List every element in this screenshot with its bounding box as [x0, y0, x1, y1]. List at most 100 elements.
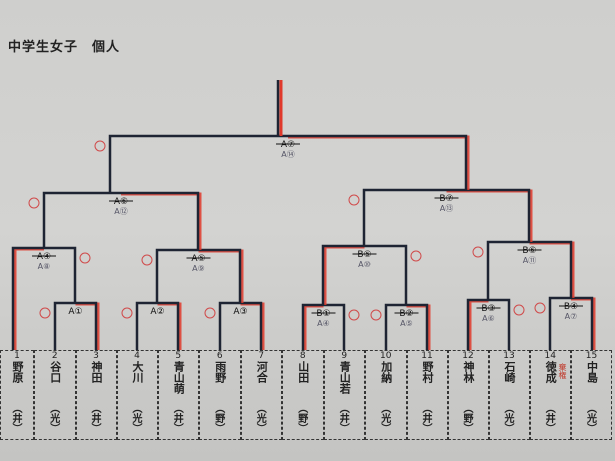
player-number: 11	[421, 351, 433, 361]
player-school: （井）	[171, 403, 183, 433]
player-school: （野）	[295, 403, 307, 433]
match-label: A⑥	[114, 197, 128, 207]
revised-match-label: A⑩	[358, 260, 371, 269]
result-mark-icon	[28, 197, 40, 209]
player-school: （光）	[502, 403, 513, 433]
result-mark-icon	[410, 250, 422, 262]
player-number: 3	[93, 351, 99, 361]
revised-match-label: A⑬	[440, 204, 453, 213]
result-mark-icon	[79, 252, 91, 264]
revised-match-label: A⑦	[565, 312, 578, 321]
player-school: （光）	[378, 403, 390, 433]
winner-path	[121, 192, 202, 250]
match-label: B③	[481, 304, 495, 314]
player-number: 14	[544, 351, 556, 361]
match-label: B⑤	[357, 250, 371, 260]
revised-match-label: A⑥	[482, 314, 495, 323]
player-school: （井）	[543, 403, 555, 433]
player-number: 7	[258, 351, 265, 361]
player-number: 6	[216, 351, 223, 361]
player-number: 12	[462, 351, 474, 361]
player-name: 青山萌	[172, 361, 186, 394]
player-number: 8	[299, 351, 306, 361]
player-name: 加納	[379, 361, 393, 383]
match-label: B④	[564, 302, 578, 312]
player-name: 中島	[585, 361, 599, 383]
revised-match-label: A⑫	[114, 207, 127, 216]
result-mark-icon	[370, 309, 382, 321]
player-school: （光）	[47, 403, 59, 433]
withdrawal-note: 棄権	[558, 363, 567, 379]
match-label: B⑥	[522, 246, 536, 256]
page-title: 中学生女子 個人	[8, 40, 121, 55]
result-mark-icon	[534, 302, 546, 314]
revised-match-label: A⑨	[192, 264, 205, 273]
player-number: 4	[134, 351, 140, 361]
winner-path	[288, 135, 470, 190]
player-name: 山田	[296, 361, 310, 383]
bracket-line	[108, 134, 468, 193]
player-name: 神林	[462, 361, 475, 383]
result-mark-icon	[204, 307, 216, 319]
player-name: 野村	[421, 361, 434, 383]
player-name: 神田	[90, 361, 103, 383]
player-number: 1	[14, 351, 20, 361]
result-mark-icon	[141, 254, 153, 266]
player-name: 青山若	[338, 361, 352, 394]
bracket-line	[362, 188, 531, 246]
revised-match-label: A⑧	[38, 262, 51, 271]
match-label: A③	[233, 307, 247, 317]
match-label: A⑤	[191, 254, 205, 264]
winner-path	[446, 189, 533, 242]
player-number: 13	[503, 351, 515, 361]
result-mark-icon	[121, 307, 133, 319]
revised-match-label: A⑪	[523, 256, 536, 265]
player-name: 石崎	[503, 361, 516, 383]
player-number: 9	[341, 351, 348, 361]
result-mark-icon	[472, 246, 484, 258]
match-label: B②	[399, 309, 413, 319]
match-label: A①	[68, 307, 82, 317]
revised-match-label: A⑭	[281, 150, 294, 159]
player-name: 大川	[131, 361, 144, 383]
player-school: （井）	[337, 403, 349, 433]
player-name: 雨野	[213, 361, 227, 383]
bracket-line	[42, 191, 200, 250]
player-school: （光）	[584, 403, 596, 433]
player-number: 5	[175, 351, 182, 361]
player-number: 15	[585, 351, 598, 361]
player-school: （光）	[130, 403, 141, 433]
player-number: 10	[380, 351, 392, 361]
match-label: A④	[37, 252, 51, 262]
revised-match-label: A④	[317, 319, 330, 328]
player-school: （野）	[461, 403, 472, 433]
player-school: （井）	[10, 403, 21, 433]
player-number: 2	[51, 351, 58, 361]
player-name: 谷口	[48, 361, 62, 383]
player-school: （井）	[420, 403, 431, 433]
result-mark-icon	[348, 309, 360, 321]
result-mark-icon	[39, 307, 51, 319]
player-school: （光）	[254, 403, 266, 433]
match-label: B①	[316, 309, 330, 319]
player-name: 徳成	[544, 361, 558, 383]
result-mark-icon	[348, 194, 360, 206]
match-label: A⑦	[281, 140, 295, 150]
match-label: B⑦	[439, 194, 453, 204]
